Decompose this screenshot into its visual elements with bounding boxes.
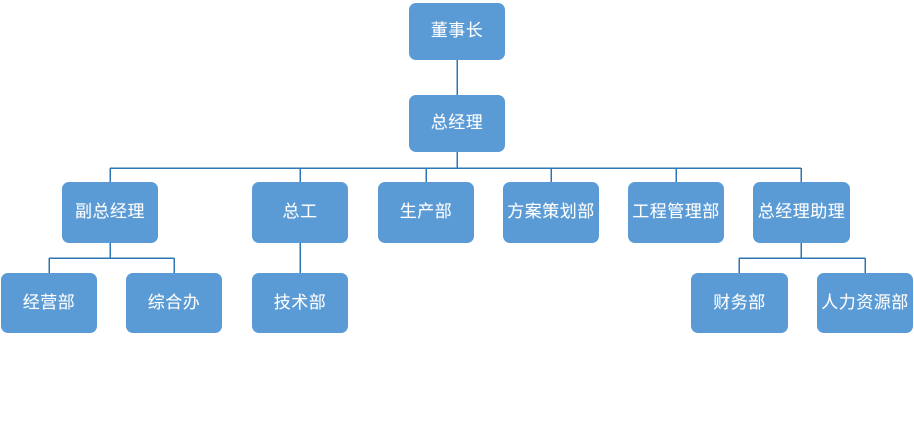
org-node-label: 总经理 [430, 113, 484, 134]
org-node-hr-dept[interactable]: 人力资源部 [817, 273, 913, 333]
org-node-label: 董事长 [430, 21, 484, 42]
org-node-label: 人力资源部 [821, 292, 909, 313]
org-node-label: 总经理助理 [757, 202, 846, 223]
org-node-finance-dept[interactable]: 财务部 [691, 273, 788, 333]
org-node-technical-dept[interactable]: 技术部 [252, 273, 348, 333]
org-node-chairman[interactable]: 董事长 [409, 3, 505, 60]
org-node-label: 技术部 [273, 292, 327, 313]
org-node-label: 副总经理 [75, 202, 145, 223]
org-node-general-office[interactable]: 综合办 [126, 273, 222, 333]
org-node-production-dept[interactable]: 生产部 [378, 182, 474, 243]
org-node-label: 财务部 [713, 292, 766, 313]
org-node-label: 方案策划部 [507, 202, 595, 223]
org-node-label: 总工 [282, 202, 318, 223]
org-node-planning-dept[interactable]: 方案策划部 [503, 182, 599, 243]
org-node-general-manager[interactable]: 总经理 [409, 95, 505, 152]
org-node-label: 经营部 [22, 292, 76, 313]
org-node-gm-assistant[interactable]: 总经理助理 [753, 182, 850, 243]
org-node-label: 综合办 [147, 292, 201, 313]
org-node-label: 工程管理部 [632, 202, 720, 223]
org-node-operations-dept[interactable]: 经营部 [1, 273, 97, 333]
org-node-label: 生产部 [399, 202, 453, 223]
org-node-deputy-gm[interactable]: 副总经理 [62, 182, 158, 243]
org-node-chief-engineer[interactable]: 总工 [252, 182, 348, 243]
org-node-engineering-mgmt[interactable]: 工程管理部 [628, 182, 724, 243]
